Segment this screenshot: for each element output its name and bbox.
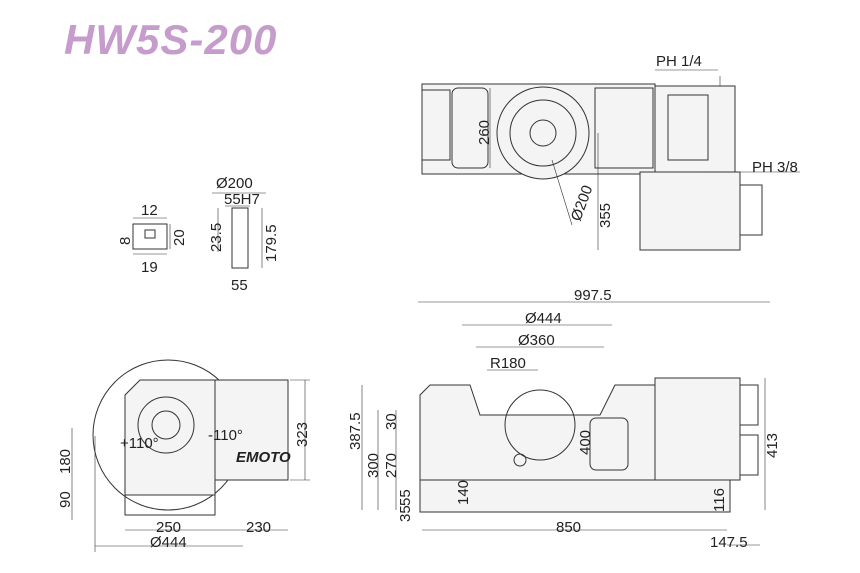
dim-55h7: 55H7 bbox=[224, 191, 260, 208]
dim-20: 20 bbox=[171, 229, 188, 246]
dim-400: 400 bbox=[577, 430, 594, 455]
model-title: HW5S-200 bbox=[64, 16, 278, 63]
dim-147-5: 147.5 bbox=[710, 534, 748, 551]
dim-260: 260 bbox=[476, 120, 493, 145]
ph-1-4-label: PH 1/4 bbox=[656, 53, 702, 70]
dim-55: 55 bbox=[397, 489, 414, 506]
logo: EMOTO bbox=[236, 449, 291, 466]
dim-top-d200: Ø200 bbox=[568, 183, 597, 223]
dim-d360: Ø360 bbox=[518, 332, 555, 349]
dim-180: 180 bbox=[57, 449, 74, 474]
dim-front-d444: Ø444 bbox=[150, 534, 187, 551]
dim-413: 413 bbox=[764, 433, 781, 458]
angle-neg: -110° bbox=[208, 427, 243, 444]
dim-355: 355 bbox=[597, 203, 614, 228]
dim-270: 270 bbox=[383, 453, 400, 478]
dim-140: 140 bbox=[455, 480, 472, 505]
dim-250: 250 bbox=[156, 519, 181, 536]
dim-387-5: 387.5 bbox=[347, 412, 364, 450]
dim-90: 90 bbox=[57, 491, 74, 508]
angle-pos: +110° bbox=[120, 435, 159, 452]
dim-12: 12 bbox=[141, 202, 158, 219]
dim-230: 230 bbox=[246, 519, 271, 536]
dim-bore-d200: Ø200 bbox=[216, 175, 253, 192]
dim-bore-55: 55 bbox=[231, 277, 248, 294]
ph-3-8-label: PH 3/8 bbox=[752, 159, 798, 176]
dim-8: 8 bbox=[117, 237, 134, 245]
tslot-detail: 12 8 20 19 bbox=[117, 202, 188, 276]
side-view: 997.5 Ø444 Ø360 R180 387.5 300 270 30 40… bbox=[347, 287, 781, 551]
dim-116: 116 bbox=[711, 488, 728, 512]
dim-23-5: 23.5 bbox=[208, 223, 225, 252]
dim-300: 300 bbox=[365, 453, 382, 478]
dim-179-5: 179.5 bbox=[263, 224, 280, 262]
dim-19: 19 bbox=[141, 259, 158, 276]
top-view: PH 1/4 PH 3/8 260 Ø200 355 bbox=[421, 53, 800, 251]
dim-30: 30 bbox=[383, 413, 400, 430]
dim-r180: R180 bbox=[490, 355, 526, 372]
front-view: +110° -110° EMOTO 323 180 90 250 230 Ø44… bbox=[57, 359, 311, 552]
dim-850: 850 bbox=[556, 519, 581, 536]
dim-side-d444: Ø444 bbox=[525, 310, 562, 327]
dim-323: 323 bbox=[294, 422, 311, 447]
dim-997-5: 997.5 bbox=[574, 287, 612, 304]
bore-detail: Ø200 55H7 23.5 179.5 55 bbox=[208, 175, 280, 294]
dim-35: 35 bbox=[397, 505, 414, 522]
